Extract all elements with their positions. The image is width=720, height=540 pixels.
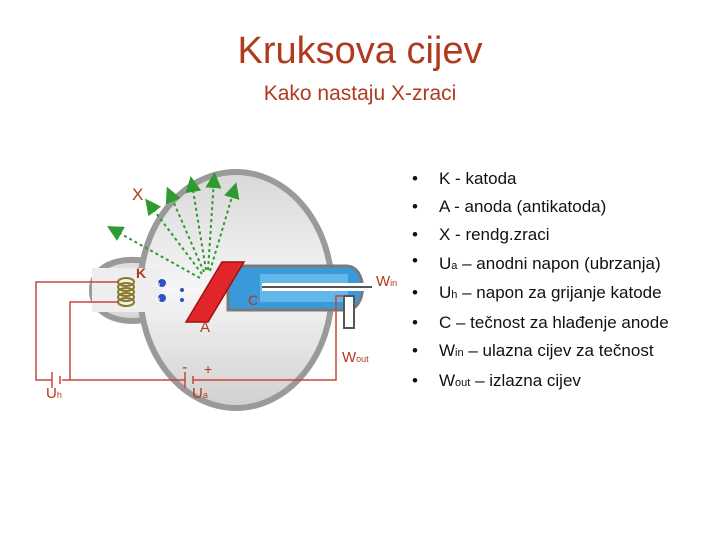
circuit-wires [35,281,344,388]
slide-title: Kruksova cijev [237,30,483,72]
ua-label: Ua [192,385,208,402]
electron [158,279,166,287]
legend-item: •K - katoda [412,169,517,188]
cathode-label: K [136,265,146,281]
w-in-label: Win [376,273,397,290]
uh-label: Uh [46,385,62,402]
x-ray-label: X [132,185,143,204]
anode-label: A [200,319,210,336]
anode-plate [184,261,246,323]
minus-sign: - [182,359,187,376]
w-out-label: Wout [342,349,369,366]
electron-beam: e e [156,279,184,304]
electron [180,298,184,302]
legend-item: •Uh – napon za grijanje katode [412,283,662,302]
legend-item: •A - anoda (antikatoda) [412,197,607,216]
glass-tube [88,169,335,411]
legend-item: •X - rendg.zraci [412,225,550,244]
outlet-pipe [343,295,355,329]
plus-sign: + [204,361,212,377]
coolant-label: C [248,292,258,308]
legend-list: •K - katoda •A - anoda (antikatoda) •X -… [412,165,717,397]
legend-item: •C – tečnost za hlađenje anode [412,313,669,332]
x-rays [107,172,240,279]
slide-subtitle: Kako nastaju X-zraci [263,82,457,105]
legend-item: •Ua – anodni napon (ubrzanja) [412,251,661,273]
legend-item: •Wout – izlazna cijev [412,371,581,390]
electron-label: e [156,280,161,289]
legend-item: •Win – ulazna cijev za tečnost [412,341,654,360]
electron [158,294,166,302]
electron-label: e [156,295,161,304]
electron [180,288,184,292]
